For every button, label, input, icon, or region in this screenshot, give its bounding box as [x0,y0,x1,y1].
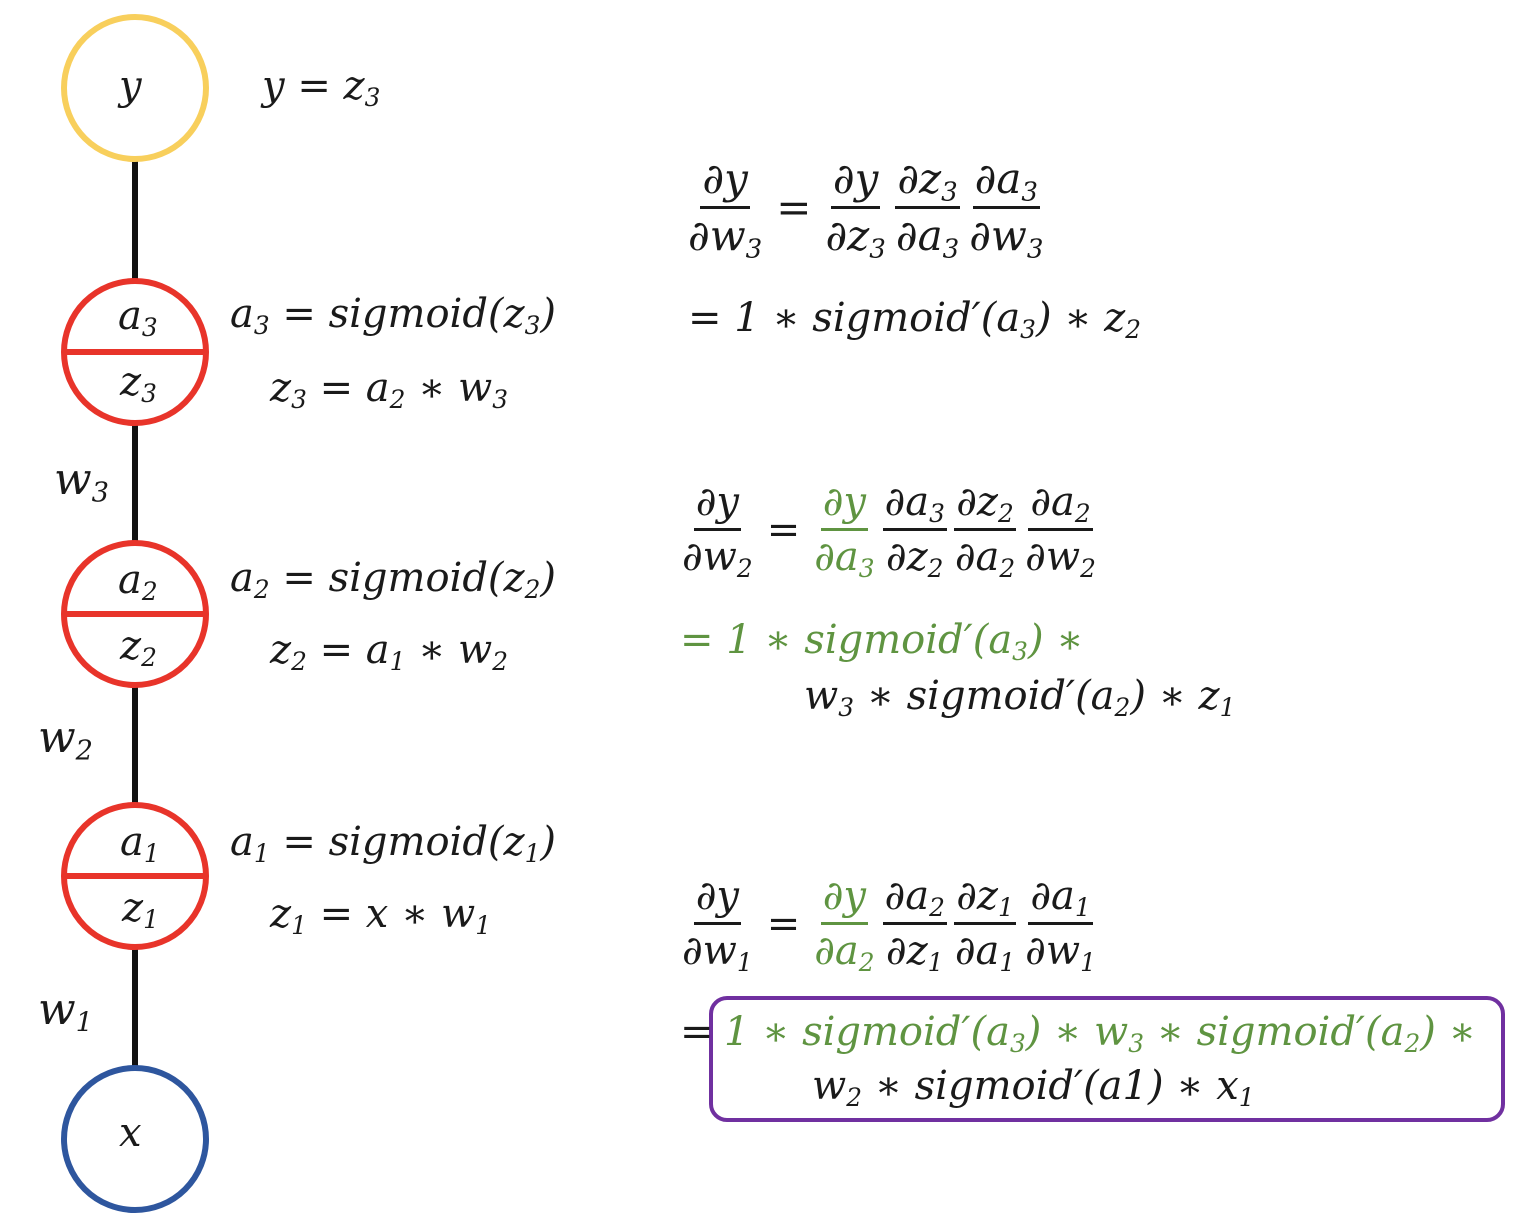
node-y-circle [61,14,209,162]
node-x-label: x [119,1110,142,1156]
deriv-dw3-result: = 1 ∗ sigmoid′(a3) ∗ z2 [688,295,1142,344]
node-2-top-label: a2 [118,557,158,606]
deriv-dw1-result-line2: w2 ∗ sigmoid′(a1) ∗ x1 [812,1063,1255,1112]
deriv-dw3-chain: ∂y∂w3 = ∂y∂z3 ∂z3∂a3 ∂a3∂w3 [688,154,1044,265]
network-diagram [61,14,209,1213]
deriv-dw1-equals: = [680,1009,714,1055]
node-y-label: y [119,63,142,109]
weight-w1-label: w1 [38,984,94,1039]
weight-w3-label: w3 [54,454,110,509]
node-2-bottom-label: z2 [120,623,157,672]
node-3-bottom-label: z3 [120,359,157,408]
deriv-dw2-chain: ∂y∂w2 = ∂y∂a3 ∂a3∂z2 ∂z2∂a2 ∂a2∂w2 [682,479,1096,583]
deriv-dw1-chain: ∂y∂w1 = ∂y∂a2 ∂a2∂z1 ∂z1∂a1 ∂a1∂w1 [682,873,1096,977]
def-a3: a3 = sigmoid(z3) [230,291,556,340]
def-a2: a2 = sigmoid(z2) [230,555,556,604]
weight-w2-label: w2 [38,712,94,767]
deriv-dw1-result-line1: 1 ∗ sigmoid′(a3) ∗ w3 ∗ sigmoid′(a2) ∗ [724,1009,1476,1058]
node-1-bottom-label: z1 [122,885,159,934]
final-result-box [709,996,1505,1122]
deriv-dw2-result-line1: = 1 ∗ sigmoid′(a3) ∗ [680,617,1084,666]
def-z1: z1 = x ∗ w1 [270,891,491,940]
def-a1: a1 = sigmoid(z1) [230,819,556,868]
def-z2: z2 = a1 ∗ w2 [270,627,509,676]
node-x-circle [61,1065,209,1213]
deriv-dw2-result-line2: w3 ∗ sigmoid′(a2) ∗ z1 [804,673,1236,722]
node-3-top-label: a3 [118,293,158,342]
def-z3: z3 = a2 ∗ w3 [270,365,509,414]
def-y: y = z3 [262,63,381,112]
network-nodes [61,14,209,1213]
node-1-top-label: a1 [120,819,160,868]
